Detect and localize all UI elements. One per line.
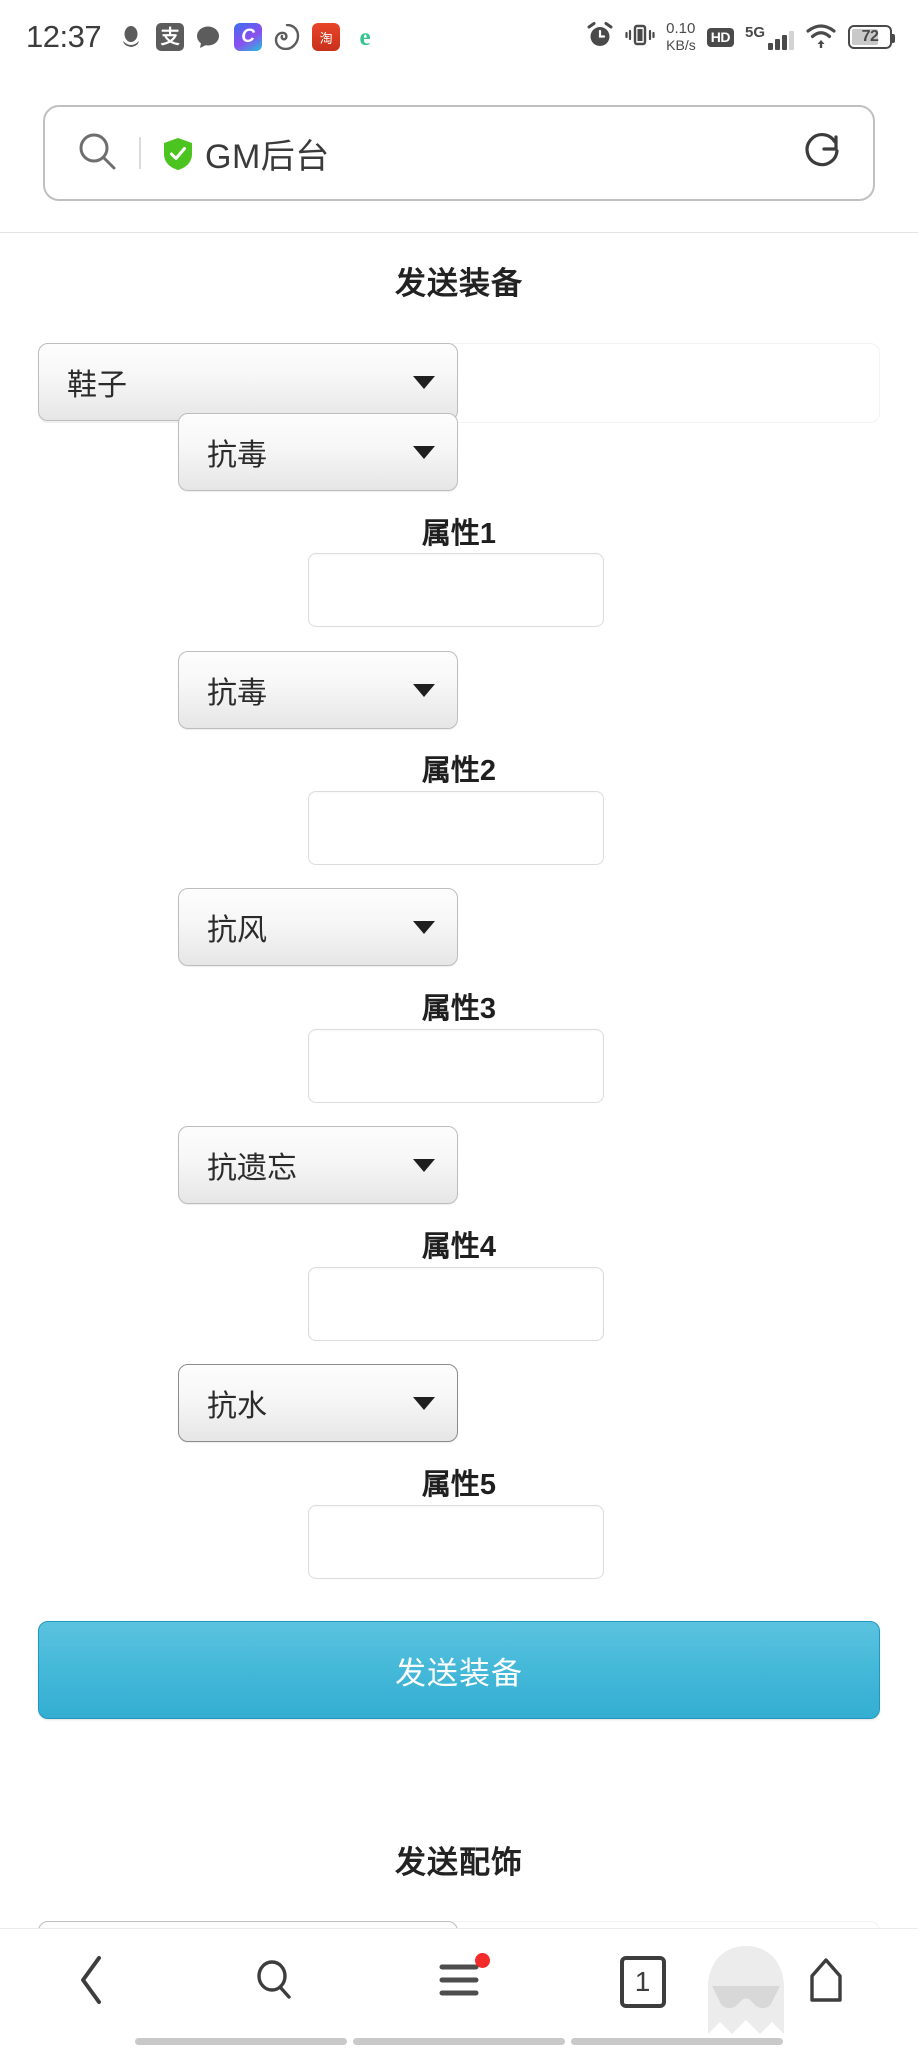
gesture-indicator-bars <box>0 2034 918 2048</box>
qq-icon <box>117 23 145 51</box>
item-type-select[interactable]: 鞋子 <box>38 343 458 421</box>
network-speed: 0.10 KB/s <box>666 19 696 54</box>
taobao-icon: 淘 <box>312 23 341 51</box>
chevron-down-icon <box>413 445 435 459</box>
attribute-4-select-value: 抗遗忘 <box>207 1152 297 1185</box>
battery-icon: 72 <box>848 25 895 49</box>
status-bar-right: 0.10 KB/s HD 5G 72 <box>586 19 895 54</box>
home-icon <box>806 1954 846 2011</box>
attribute-3-input[interactable] <box>308 1029 604 1103</box>
vibrate-icon <box>625 22 655 53</box>
chevron-down-icon <box>413 920 435 934</box>
attribute-1-label: 属性1 <box>421 518 497 550</box>
tabs-button[interactable]: 1 <box>568 1951 718 2013</box>
toolbar-divider <box>139 137 141 169</box>
signal-bars <box>768 30 794 50</box>
attribute-1-input[interactable] <box>308 553 604 627</box>
wechat-icon <box>195 23 223 51</box>
attribute-5-select[interactable]: 抗水 <box>178 1364 458 1442</box>
attribute-4-label: 属性4 <box>421 1231 497 1263</box>
battery-fill <box>852 29 878 45</box>
address-bar[interactable]: GM后台 <box>43 105 875 201</box>
search-icon[interactable] <box>75 129 119 178</box>
page-title: GM后台 <box>205 137 330 176</box>
home-button[interactable] <box>751 1951 901 2013</box>
tab-count-icon: 1 <box>619 1956 666 2008</box>
cellular-signal-icon: 5G <box>745 25 794 50</box>
menu-badge-dot <box>474 1953 490 1968</box>
attribute-2-select-value: 抗毒 <box>207 677 267 710</box>
gesture-bar-center <box>353 2037 565 2045</box>
attribute-2-input[interactable] <box>308 791 604 865</box>
network-type-label: 5G <box>744 23 765 41</box>
status-bar: 12:37 支 C 淘 e <box>0 0 918 74</box>
gesture-bar-right <box>571 2037 783 2045</box>
attribute-2-select[interactable]: 抗毒 <box>178 651 458 729</box>
chevron-down-icon <box>413 1396 435 1410</box>
alipay-icon: 支 <box>156 23 185 51</box>
hamburger-menu-icon <box>434 1958 484 2007</box>
chevron-left-icon <box>75 1954 109 2011</box>
send-equipment-button[interactable]: 发送装备 <box>38 1621 880 1719</box>
status-bar-left: 12:37 支 C 淘 e <box>26 19 379 55</box>
battery-level: 72 <box>861 28 879 45</box>
attribute-4-input[interactable] <box>308 1267 604 1341</box>
uc-browser-icon <box>273 23 301 51</box>
attribute-5-select-value: 抗水 <box>207 1390 267 1423</box>
attribute-1-select[interactable]: 抗毒 <box>178 413 458 491</box>
equipment-section-title: 发送装备 <box>395 266 523 301</box>
attribute-2-label: 属性2 <box>421 755 497 787</box>
attribute-5-input[interactable] <box>308 1505 604 1579</box>
network-speed-unit: KB/s <box>666 36 696 53</box>
attribute-3-select[interactable]: 抗风 <box>178 888 458 966</box>
accessory-type-select[interactable] <box>38 1921 458 1928</box>
attribute-5-label: 属性5 <box>421 1469 497 1501</box>
page-content: 发送装备 鞋子 抗毒 属性1 抗毒 属性2 抗风 属性3 抗遗忘 <box>0 233 918 1928</box>
attribute-4-select[interactable]: 抗遗忘 <box>178 1126 458 1204</box>
reload-icon[interactable] <box>801 129 845 178</box>
attribute-3-label: 属性3 <box>421 993 497 1025</box>
wifi-icon <box>805 22 837 53</box>
status-clock: 12:37 <box>26 19 102 54</box>
browser-toolbar: GM后台 <box>0 74 918 233</box>
chevron-down-icon <box>413 1158 435 1172</box>
browser-bottom-nav: 1 <box>0 1928 918 2048</box>
attribute-1-select-value: 抗毒 <box>207 439 267 472</box>
gesture-bar-left <box>135 2037 347 2045</box>
quark-browser-icon: C <box>234 23 263 51</box>
chevron-down-icon <box>413 375 435 389</box>
menu-button[interactable] <box>384 1951 534 2013</box>
network-speed-value: 0.10 <box>666 19 696 37</box>
back-button[interactable] <box>17 1951 167 2013</box>
alarm-icon <box>586 21 614 54</box>
search-icon <box>251 1956 299 2009</box>
item-type-select-value: 鞋子 <box>67 369 127 402</box>
edge-browser-icon: e <box>359 23 371 51</box>
shield-check-icon <box>163 137 193 170</box>
accessory-section-title: 发送配饰 <box>395 1845 523 1880</box>
attribute-3-select-value: 抗风 <box>207 914 267 947</box>
hd-badge: HD <box>706 27 734 47</box>
chevron-down-icon <box>413 683 435 697</box>
search-button[interactable] <box>200 1951 350 2013</box>
